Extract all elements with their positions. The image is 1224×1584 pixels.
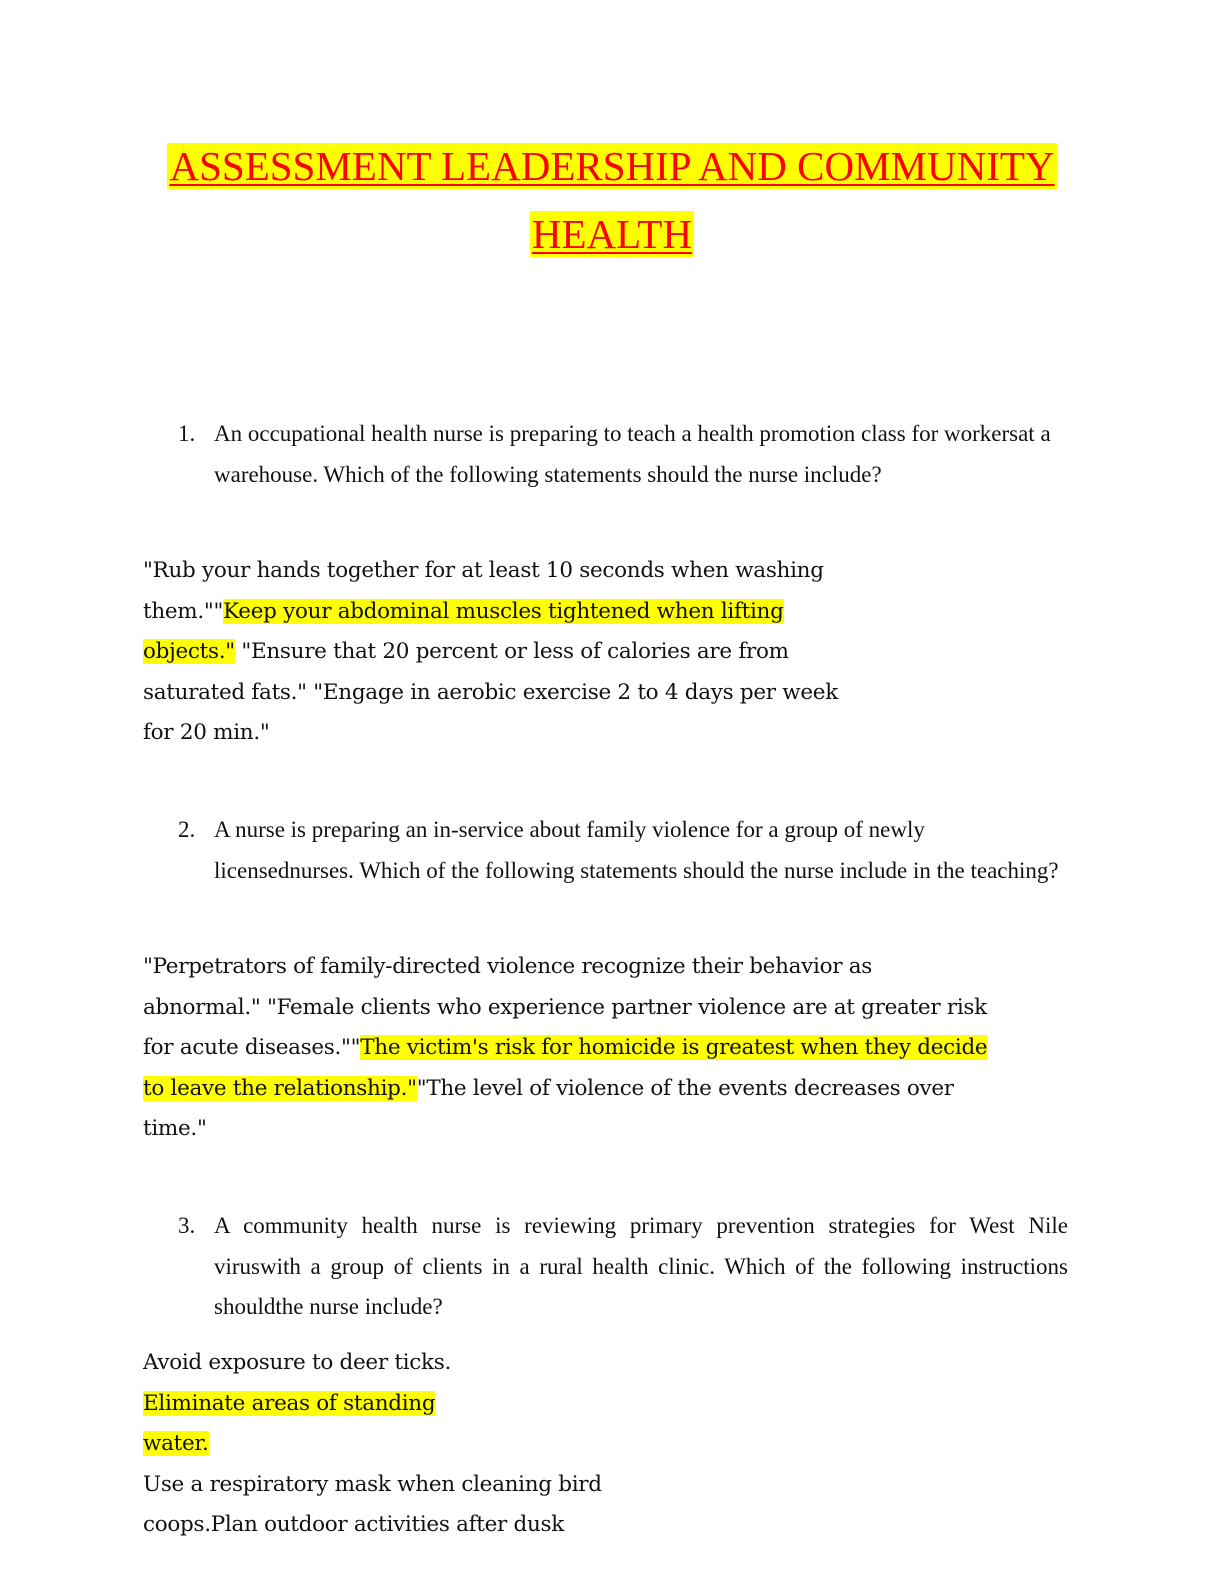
highlighted-correct-answer: objects.": [143, 639, 235, 664]
answer-line: for acute diseases.""The victim's risk f…: [143, 1035, 988, 1060]
question-stem: An occupational health nurse is preparin…: [214, 421, 1051, 487]
highlighted-correct-answer: Eliminate areas of standing: [143, 1390, 436, 1416]
answer-line: "Perpetrators of family-directed violenc…: [143, 954, 872, 979]
document-title-line-1: ASSESSMENT LEADERSHIP AND COMMUNITY: [0, 143, 1224, 189]
question-number: 1.: [178, 421, 196, 446]
answer-line: "Rub your hands together for at least 10…: [143, 558, 824, 583]
answer-line: abnormal." "Female clients who experienc…: [143, 994, 987, 1020]
answer-line: saturated fats." "Engage in aerobic exer…: [143, 679, 838, 705]
answer-line: Avoid exposure to deer ticks.: [143, 1350, 451, 1375]
answer-line: coops.Plan outdoor activities after dusk: [143, 1512, 565, 1537]
answer-options-1: "Rub your hands together for at least 10…: [143, 551, 838, 754]
answer-line: them.""Keep your abdominal muscles tight…: [143, 598, 784, 624]
question-number: 3.: [178, 1213, 196, 1238]
question-stem: A nurse is preparing an in-service about…: [214, 817, 1059, 883]
answer-line: objects." "Ensure that 20 percent or les…: [143, 639, 789, 664]
document-title-line-2: HEALTH: [0, 211, 1224, 257]
title-text: ASSESSMENT LEADERSHIP AND COMMUNITY: [167, 143, 1057, 189]
highlighted-correct-answer: to leave the relationship.": [143, 1075, 417, 1101]
answer-line: time.": [143, 1116, 207, 1141]
question-number: 2.: [178, 817, 196, 842]
answer-line: to leave the relationship.""The level of…: [143, 1075, 954, 1101]
question-2: 2. A nurse is preparing an in-service ab…: [178, 810, 1068, 891]
highlighted-correct-answer: The victim's risk for homicide is greate…: [360, 1035, 988, 1060]
answer-line: Eliminate areas of standing: [143, 1384, 602, 1425]
answer-options-3: Avoid exposure to deer ticks. Eliminate …: [143, 1343, 602, 1546]
question-stem: A community health nurse is reviewing pr…: [214, 1213, 1068, 1319]
highlighted-correct-answer: water.: [143, 1431, 209, 1456]
answer-line: water.: [143, 1424, 602, 1465]
question-1: 1. An occupational health nurse is prepa…: [178, 414, 1068, 495]
answer-line: for 20 min.": [143, 720, 270, 745]
answer-line: Use a respiratory mask when cleaning bir…: [143, 1471, 602, 1497]
highlighted-correct-answer: Keep your abdominal muscles tightened wh…: [223, 598, 784, 624]
title-text: HEALTH: [529, 211, 695, 257]
question-3: 3. A community health nurse is reviewing…: [178, 1206, 1068, 1328]
answer-options-2: "Perpetrators of family-directed violenc…: [143, 947, 988, 1150]
